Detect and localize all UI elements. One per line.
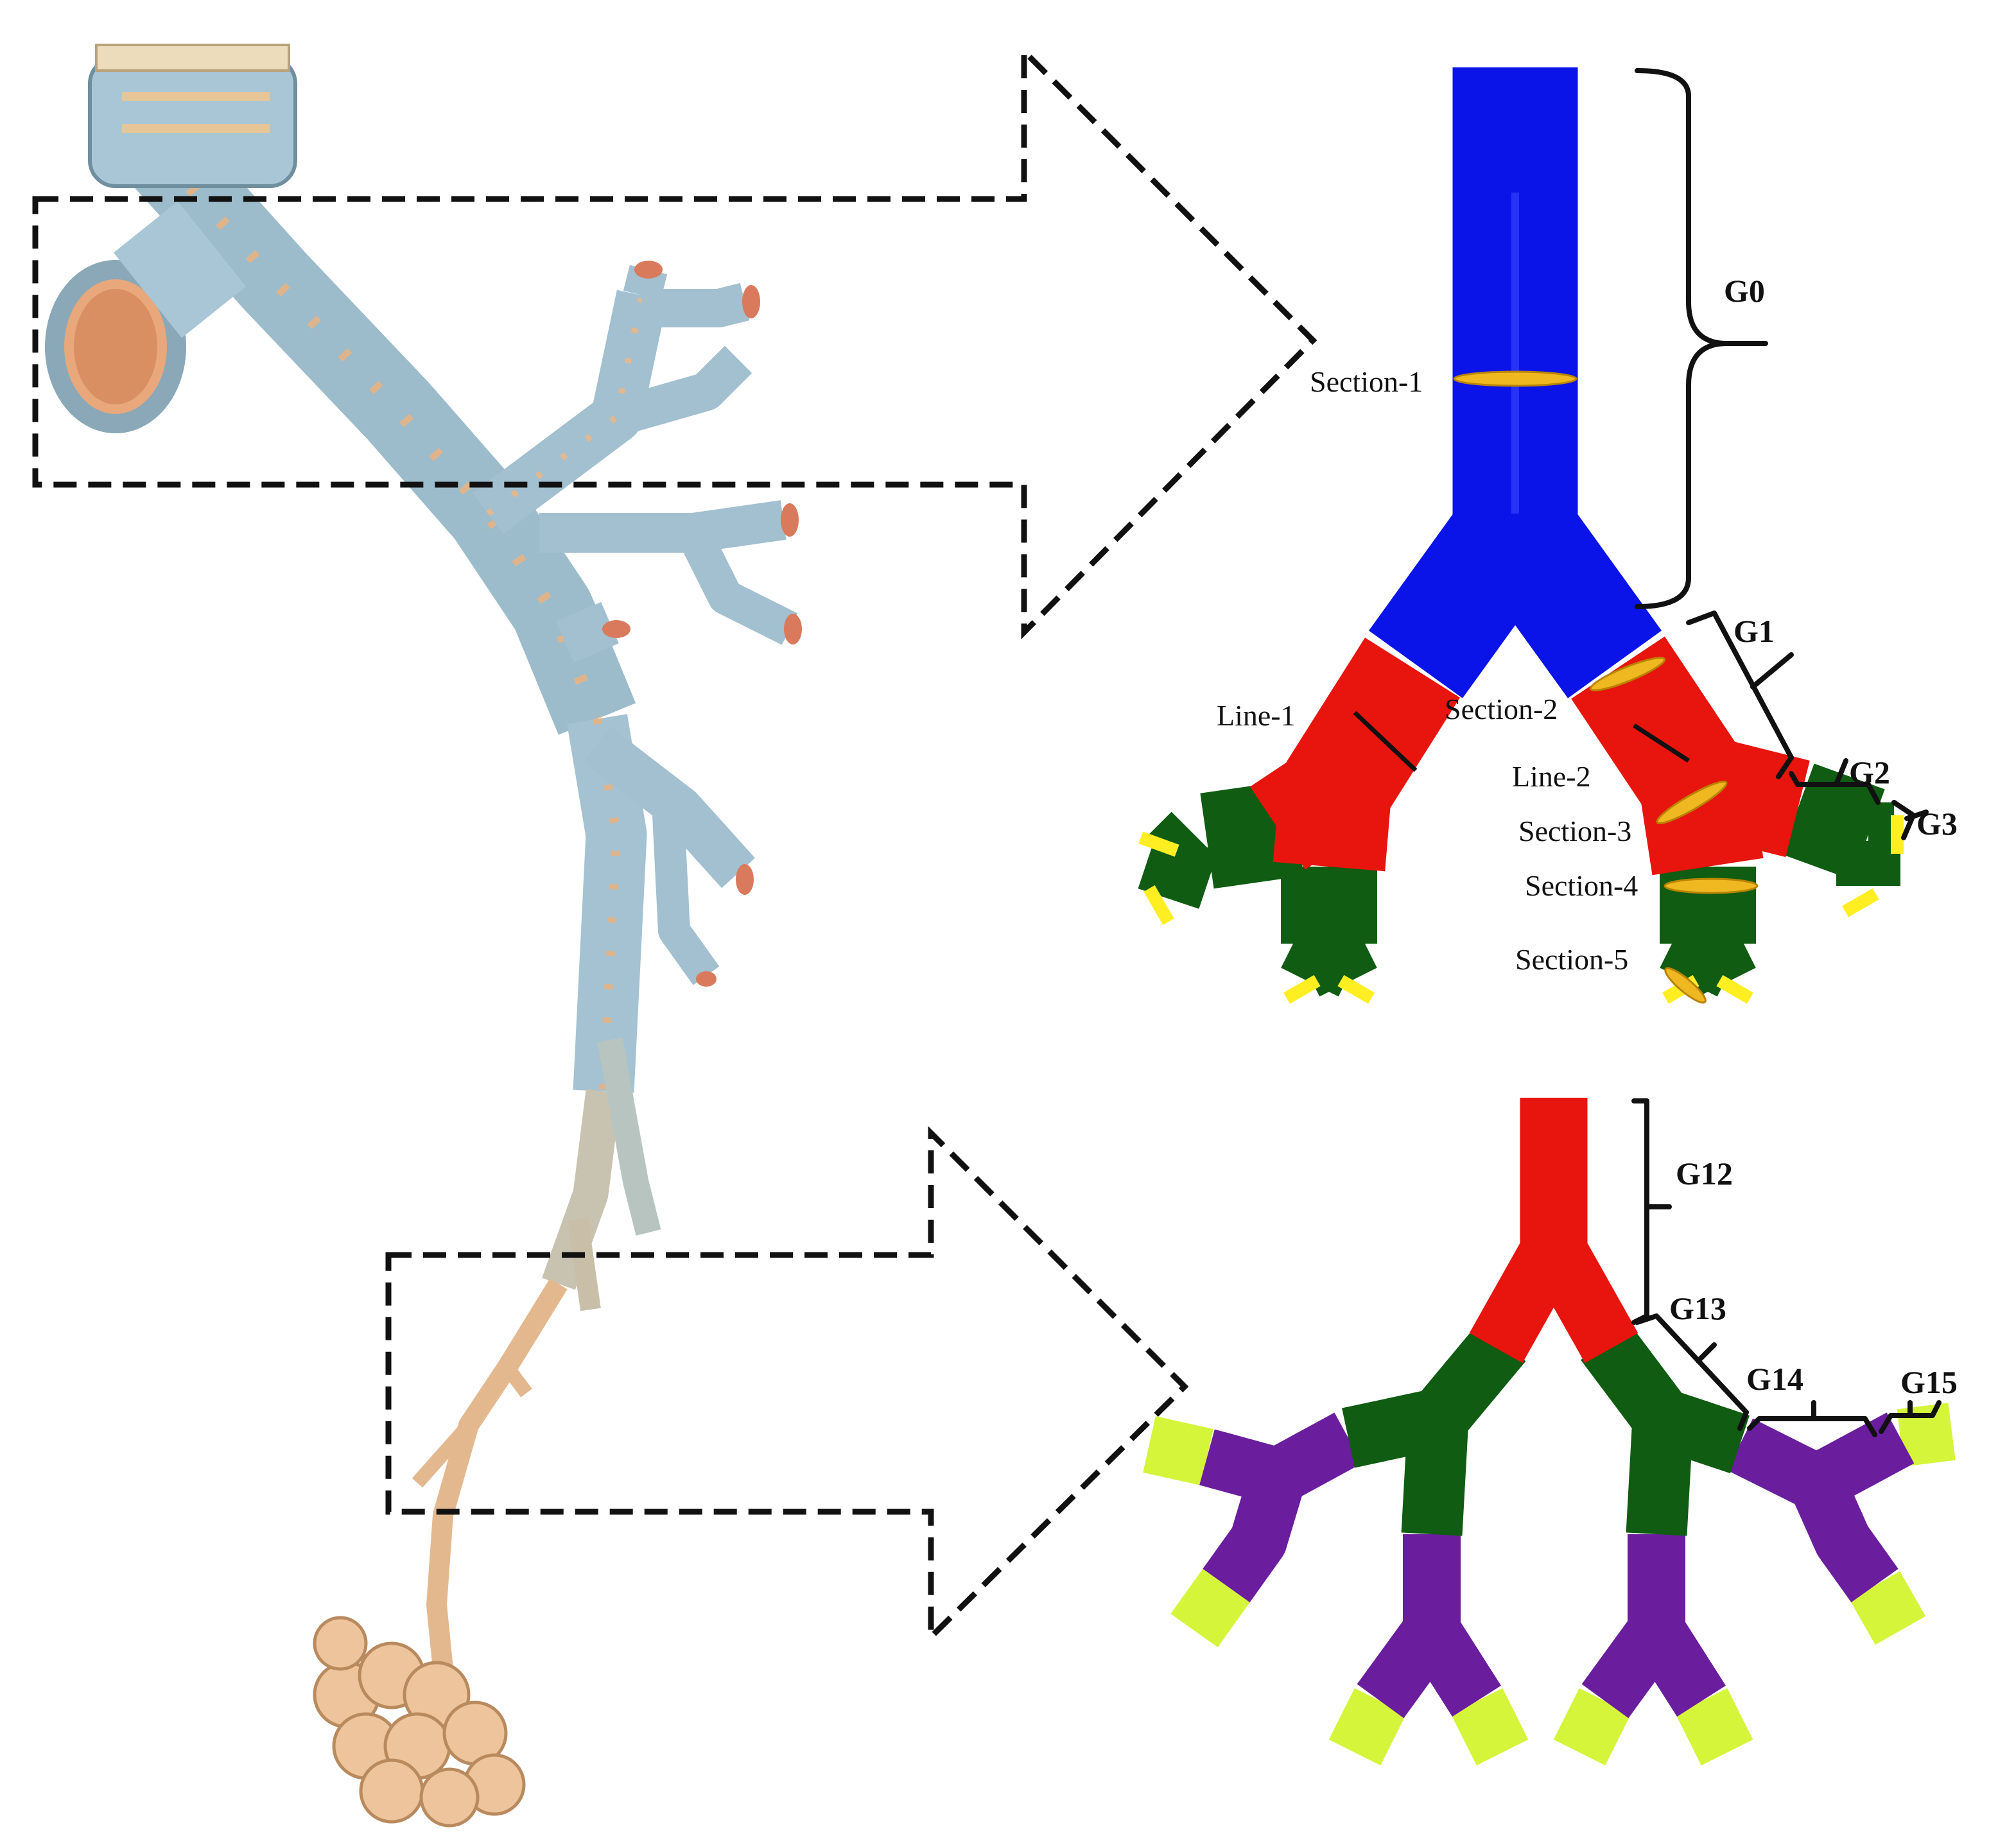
label-g1: G1	[1734, 613, 1775, 649]
label-section-5: Section-5	[1515, 943, 1628, 976]
label-line-2: Line-2	[1512, 760, 1591, 793]
bracket-g0	[1635, 68, 1768, 609]
label-g3: G3	[1916, 806, 1958, 842]
label-section-3: Section-3	[1518, 815, 1631, 847]
label-section-1: Section-1	[1310, 365, 1423, 398]
label-g15: G15	[1900, 1364, 1958, 1400]
label-g14: G14	[1746, 1361, 1803, 1397]
label-g13: G13	[1669, 1290, 1726, 1326]
label-section-4: Section-4	[1525, 869, 1638, 902]
label-g12: G12	[1676, 1155, 1733, 1191]
upper-airway-model	[1138, 67, 1904, 1004]
bracket-g14	[1747, 1400, 1877, 1437]
label-g0: G0	[1724, 273, 1765, 309]
label-line-1: Line-1	[1217, 699, 1296, 732]
lower-airway-model	[1143, 1098, 1956, 1766]
bracket-g12	[1631, 1098, 1672, 1325]
bracket-g1	[1686, 610, 1794, 779]
bracket-g3	[1891, 800, 1929, 840]
label-g2: G2	[1849, 754, 1890, 790]
bracket-g2	[1789, 758, 1881, 805]
label-section-2: Section-2	[1445, 693, 1558, 725]
bracket-g15	[1879, 1400, 1942, 1434]
upper-dashed-block-arrow	[32, 44, 1317, 639]
lower-dashed-block-arrow	[385, 1126, 1189, 1644]
bronchial-tree-illustration	[45, 44, 802, 1828]
bracket-g13	[1635, 1313, 1749, 1431]
